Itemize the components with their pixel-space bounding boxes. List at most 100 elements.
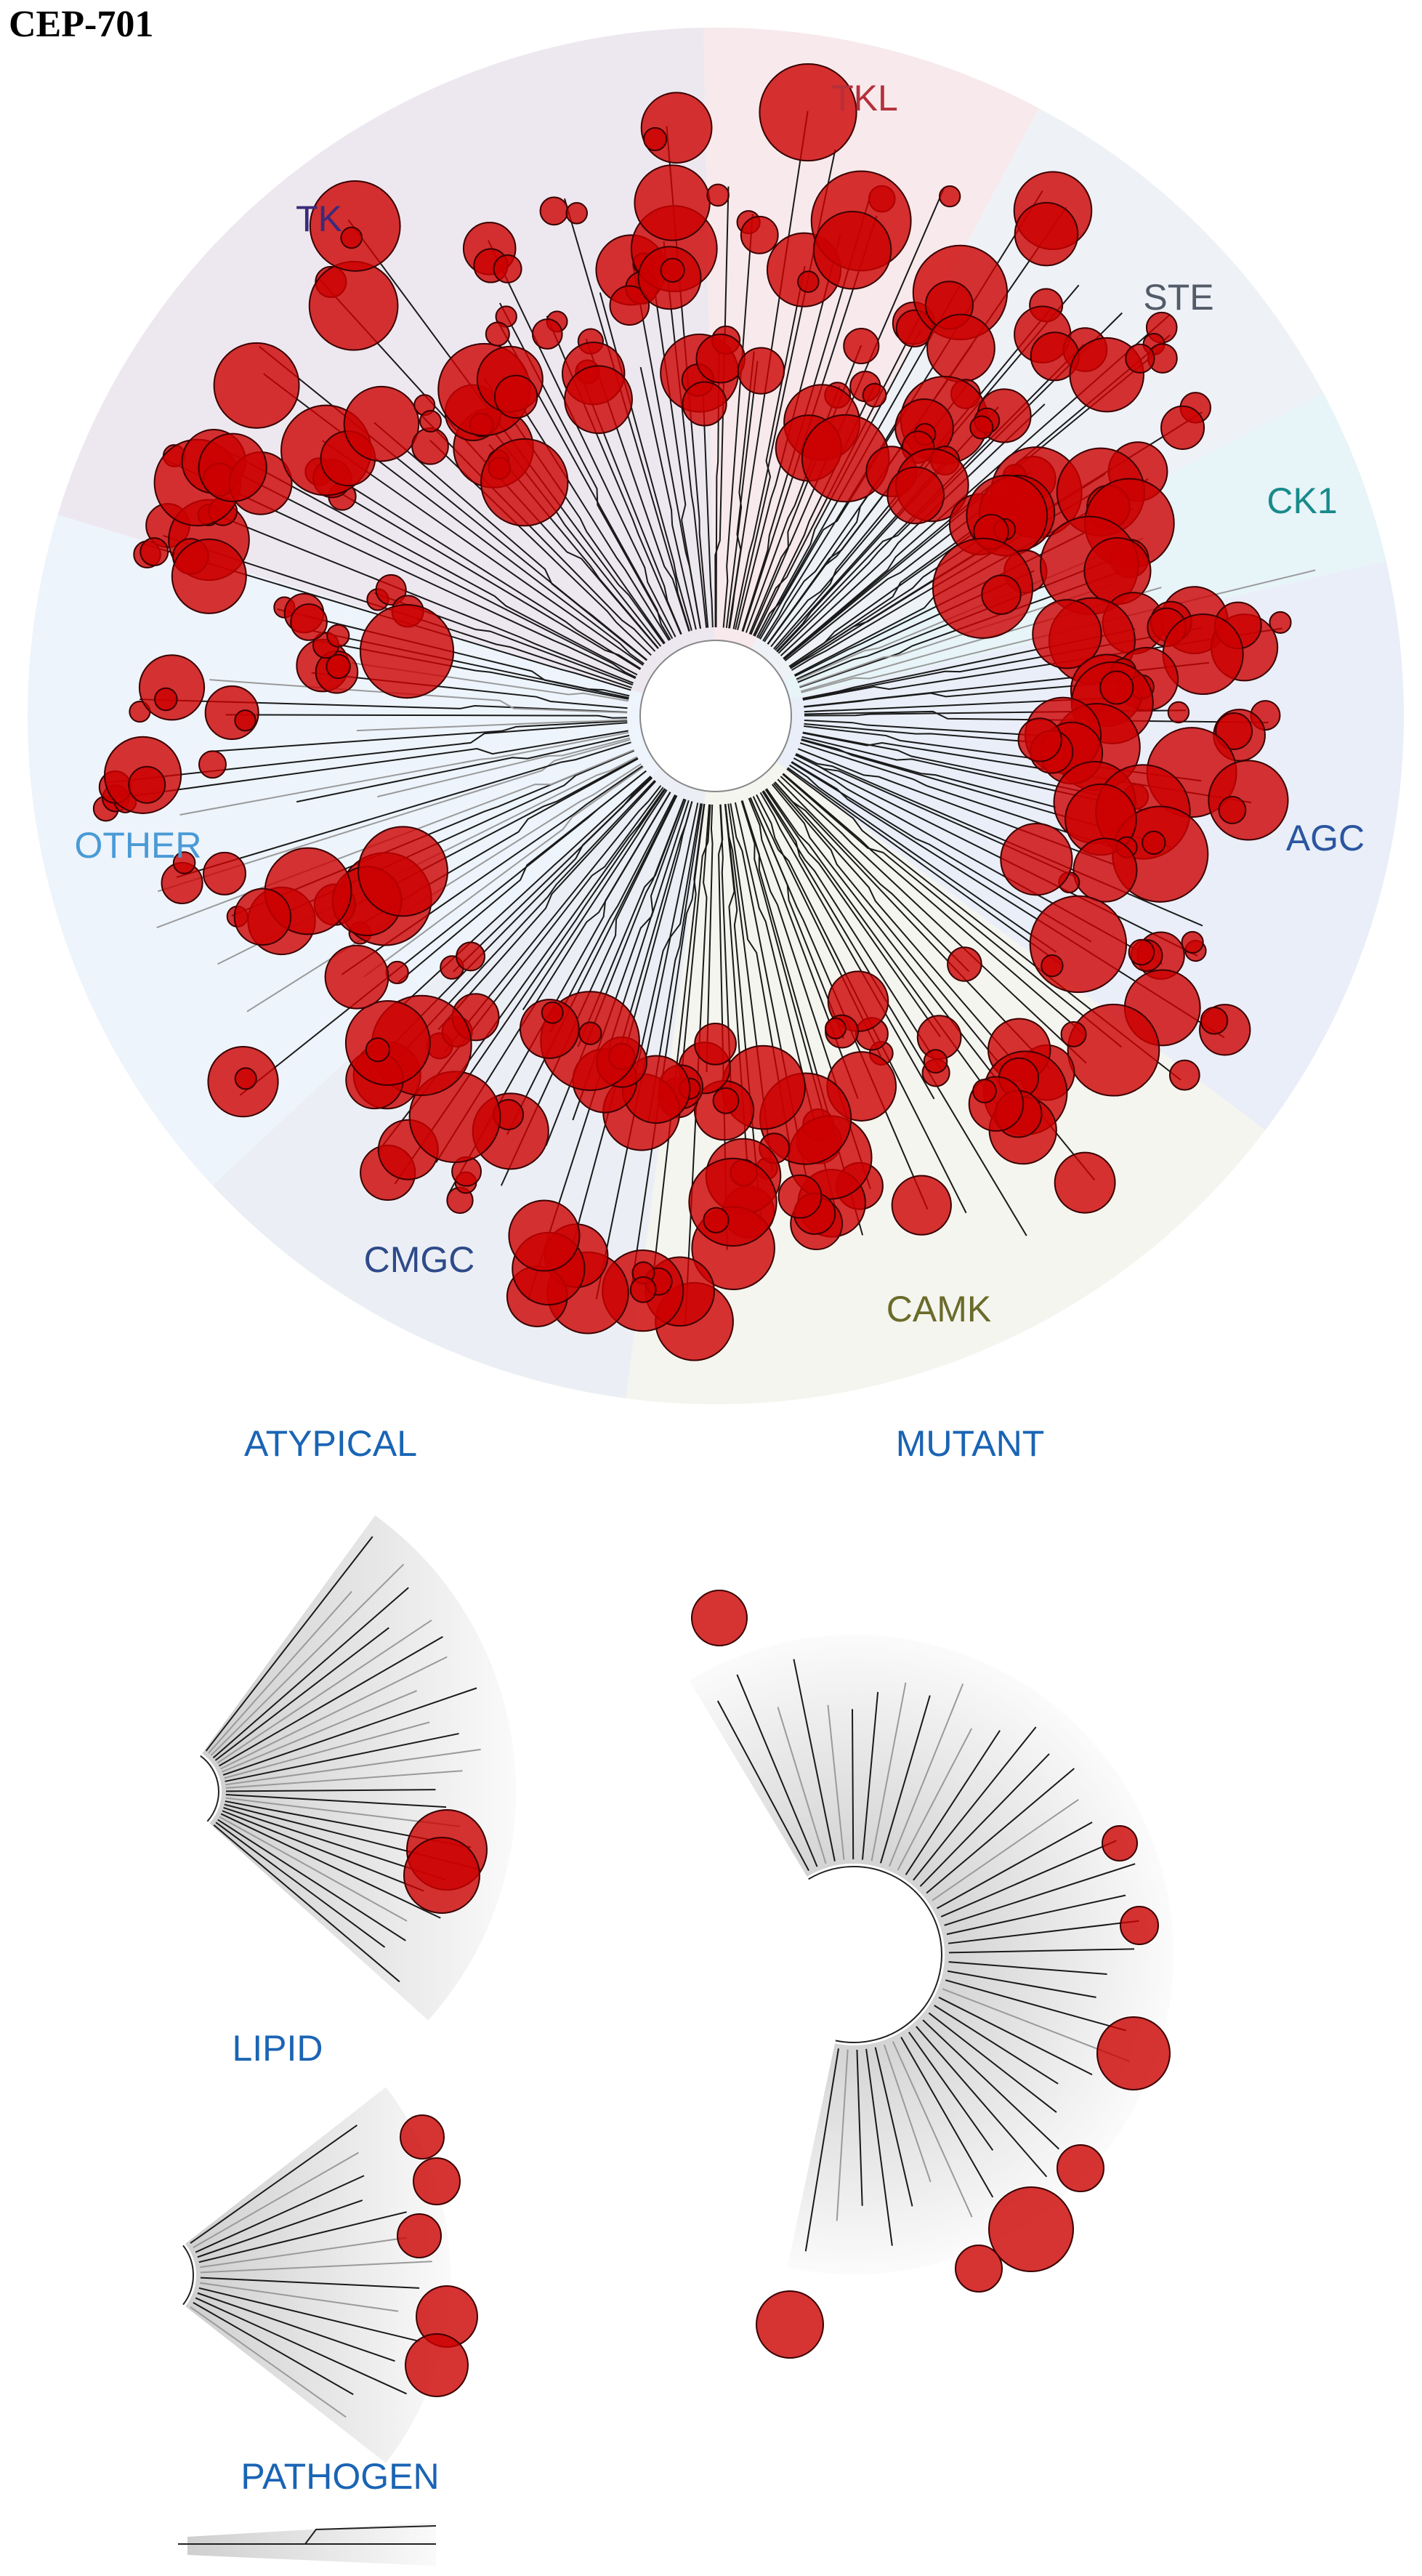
hit-bubble xyxy=(969,415,994,440)
hit-bubble xyxy=(541,1001,564,1024)
mutant-branch xyxy=(928,2012,1057,2113)
hit-bubble xyxy=(1099,670,1134,705)
tree-branch xyxy=(608,801,693,1086)
lipid-branch xyxy=(195,2297,407,2395)
mutant-branch xyxy=(852,1709,855,1860)
atypical-branch xyxy=(219,1816,408,1922)
mutant-branch xyxy=(736,1674,818,1867)
tree-branch xyxy=(377,737,631,798)
lipid-branch xyxy=(195,2175,365,2253)
hit-bubble xyxy=(737,347,785,395)
hit-bubble xyxy=(128,765,166,804)
subtree-fans xyxy=(178,1515,1173,2566)
tree-branch xyxy=(706,804,714,1073)
tree-branch xyxy=(599,292,692,631)
hit-bubble xyxy=(825,1017,847,1039)
hit-bubble xyxy=(797,270,820,293)
tree-branch xyxy=(496,321,671,640)
mutant-branch xyxy=(793,1659,836,1861)
tree-branch xyxy=(766,788,999,1107)
tree-branch xyxy=(759,792,935,1100)
hit-bubble xyxy=(1128,938,1155,966)
hit-bubble xyxy=(493,374,538,419)
hit-bubble xyxy=(1060,1021,1087,1047)
tree-branch xyxy=(741,193,872,632)
tree-branch xyxy=(772,782,1096,1181)
tree-branch xyxy=(356,719,628,732)
atypical-branch xyxy=(225,1770,463,1789)
hit-bubble xyxy=(955,2245,1003,2293)
hit-bubble xyxy=(1057,2144,1104,2192)
hit-bubble xyxy=(234,709,256,732)
hit-bubble xyxy=(578,1021,602,1045)
mutant-branch xyxy=(836,2049,849,2221)
mutant-branch xyxy=(919,1753,1050,1887)
tree-branch xyxy=(740,800,831,1140)
mutant-branch xyxy=(916,2026,1048,2178)
group-label-cmgc: CMGC xyxy=(364,1239,475,1280)
hit-bubble xyxy=(988,2186,1074,2272)
mutant-branch xyxy=(948,1920,1139,1944)
tree-branch xyxy=(263,373,645,665)
hit-bubble xyxy=(419,410,442,432)
tree-branch xyxy=(239,770,647,1096)
lipid-branch xyxy=(200,2237,407,2269)
hit-bubble xyxy=(203,851,246,895)
group-label-agc: AGC xyxy=(1286,818,1365,858)
hit-bubble xyxy=(234,1067,257,1090)
mutant-branch xyxy=(827,1704,845,1860)
mutant-branch xyxy=(947,1970,1096,1998)
tree-branch xyxy=(373,422,647,661)
tree-branch xyxy=(163,534,632,689)
subtree-label-pathogen: PATHOGEN xyxy=(241,2456,439,2497)
hit-bubble xyxy=(694,1022,737,1066)
tree-branch xyxy=(322,440,644,666)
hit-bubble xyxy=(357,826,448,917)
mutant-branch xyxy=(946,1894,1126,1936)
lipid-root-arc xyxy=(182,2245,194,2306)
tree-branch xyxy=(799,742,1128,853)
atypical-branch xyxy=(208,1590,352,1754)
tree-branch xyxy=(179,731,629,816)
tree-branch xyxy=(724,804,750,1186)
tree-branch xyxy=(315,464,641,670)
atypical-branch xyxy=(218,1635,443,1767)
hit-bubble xyxy=(1125,343,1155,374)
tree-branch xyxy=(741,800,864,1236)
hit-bubble xyxy=(660,257,685,283)
atypical-branch xyxy=(225,1789,436,1792)
atypical-root-arc xyxy=(200,1755,220,1822)
tree-branch xyxy=(762,791,943,1072)
mutant-root-arc xyxy=(808,1866,942,2043)
tree-branch xyxy=(577,798,685,1047)
tree-branch xyxy=(788,764,1057,953)
lipid-branch xyxy=(197,2292,395,2362)
hit-bubble xyxy=(385,960,409,985)
hit-bubble xyxy=(326,653,351,680)
hit-bubble xyxy=(403,1837,480,1914)
tree-branch xyxy=(788,507,1004,667)
tree-branch xyxy=(576,365,682,635)
tree-branch xyxy=(804,678,1149,708)
hit-bubble xyxy=(198,432,267,502)
hit-bubble xyxy=(539,196,569,226)
mutant-branch xyxy=(913,1726,1037,1881)
hit-bubble xyxy=(456,941,486,972)
lipid-branch xyxy=(193,2152,359,2249)
hit-bubble xyxy=(682,381,727,427)
tree-branch xyxy=(397,770,647,983)
tree-branch xyxy=(762,790,1027,1236)
hit-bubble xyxy=(326,624,350,648)
tree-branch xyxy=(801,736,1149,813)
tree-branch xyxy=(205,456,637,678)
mutant-branch xyxy=(948,1961,1107,1976)
hit-bubble xyxy=(565,201,588,225)
hit-bubble xyxy=(862,382,887,408)
tree-branch xyxy=(787,767,1062,966)
tree-branch xyxy=(225,714,628,719)
hit-bubble xyxy=(643,126,668,151)
tree-branch xyxy=(437,781,657,1031)
tree-branch xyxy=(775,453,953,651)
mutant-branch xyxy=(938,1997,1093,2076)
hit-bubble xyxy=(171,538,247,614)
